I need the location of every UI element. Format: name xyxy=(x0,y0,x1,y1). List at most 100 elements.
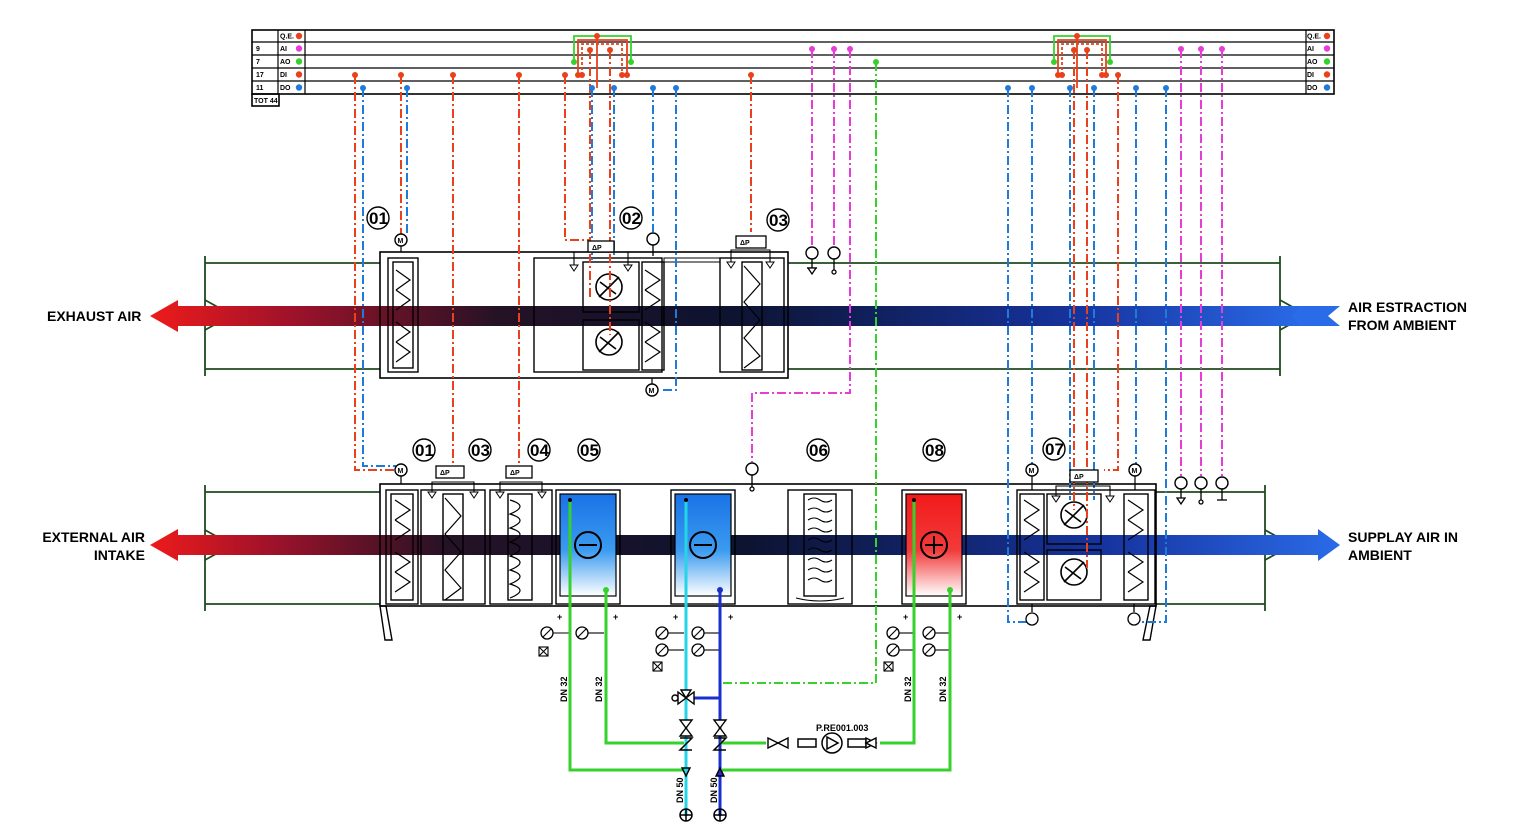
bus-tap-dot xyxy=(809,46,815,52)
bus-tap-dot xyxy=(1219,46,1225,52)
bus-tap-dot xyxy=(873,59,879,65)
supply-airflow-arrow xyxy=(150,529,1340,561)
signal-count: 7 xyxy=(256,59,260,66)
component-number-03-lower: 03 xyxy=(468,438,492,462)
signal-code-right: AI xyxy=(1307,46,1314,53)
bus-tap-dot xyxy=(624,72,630,78)
external-air-label-line1: EXTERNAL AIR xyxy=(42,529,145,545)
upper-fan-damper-blades xyxy=(644,269,662,363)
bus-tap-dot xyxy=(594,33,600,39)
component-number-01-upper: 01 xyxy=(366,206,390,230)
fan-wire-bundle-right xyxy=(1053,35,1111,88)
signal-color-dot xyxy=(295,45,303,52)
signal-code-right: DO xyxy=(1307,85,1318,92)
bus-tap-dot xyxy=(360,85,366,91)
bus-tap-dot xyxy=(748,72,754,78)
bus-tap-dot xyxy=(352,72,358,78)
svg-text:01: 01 xyxy=(415,441,434,460)
bus-tap-dot xyxy=(1029,85,1035,91)
bus-tap-dot xyxy=(650,85,656,91)
svg-text:02: 02 xyxy=(622,209,641,228)
coil-outlet-mark: + xyxy=(728,612,733,622)
dp-label: ΔP xyxy=(510,470,520,477)
bus-tap-dot xyxy=(1115,72,1121,78)
bus-tap-dot xyxy=(607,47,613,53)
exhaust-airflow-arrow xyxy=(150,300,1308,332)
signal-code-right: DI xyxy=(1307,72,1314,79)
svg-text:07: 07 xyxy=(1045,440,1064,459)
signal-total: TOT 44 xyxy=(254,98,278,105)
bus-tap-dot xyxy=(589,85,595,91)
supply-unit xyxy=(379,483,1157,641)
external-air-label-line2: INTAKE xyxy=(94,547,145,563)
coil-inlet-mark: + xyxy=(557,612,562,622)
fan-icon xyxy=(1060,501,1088,586)
bus-tap-dot xyxy=(1067,85,1073,91)
pump-icon xyxy=(797,732,867,754)
dp-label: ΔP xyxy=(592,245,602,252)
component-number-04: 04 xyxy=(527,438,551,462)
motor-label: M xyxy=(1029,468,1035,475)
pipe-size-label: DN 32 xyxy=(903,676,913,702)
bus-tap-dot xyxy=(847,46,853,52)
bus-tap-dot xyxy=(1133,85,1139,91)
bus-tap-dot xyxy=(1059,72,1065,78)
supply-air-label-line2: AMBIENT xyxy=(1348,547,1412,563)
svg-text:01: 01 xyxy=(369,209,388,228)
signal-code-left: DO xyxy=(280,85,291,92)
signal-color-dot xyxy=(1323,32,1331,40)
cooling-coil-sign xyxy=(574,531,717,559)
motor-label: M xyxy=(398,238,404,245)
component-number-01-lower: 01 xyxy=(412,438,436,462)
component-number-02-upper: 02 xyxy=(619,206,643,230)
signal-count: 17 xyxy=(256,72,264,79)
component-number-03-upper: 03 xyxy=(766,208,790,232)
svg-text:06: 06 xyxy=(809,441,828,460)
signal-bus-dots xyxy=(352,33,1225,91)
bus-tap-dot xyxy=(1178,46,1184,52)
motor-label: M xyxy=(398,468,404,475)
bus-tap-dot xyxy=(628,59,634,65)
bus-tap-dot xyxy=(587,47,593,53)
signal-count: 11 xyxy=(256,85,264,92)
bus-tap-dot xyxy=(1163,85,1169,91)
coil-inlet-mark: + xyxy=(903,612,908,622)
air-extraction-label-line2: FROM AMBIENT xyxy=(1348,317,1457,333)
bus-tap-dot xyxy=(398,72,404,78)
bus-tap-dot xyxy=(619,72,625,78)
signal-code-left: AO xyxy=(280,59,291,66)
bus-tap-dot xyxy=(1103,72,1109,78)
coil-outlet-mark: + xyxy=(957,612,962,622)
fan-wire-bundle-left xyxy=(573,35,632,88)
coil-inlet-mark: + xyxy=(673,612,678,622)
bus-tap-dot xyxy=(1005,85,1011,91)
component-number-06: 06 xyxy=(806,438,830,462)
signal-color-dot xyxy=(295,84,303,91)
signal-color-dot xyxy=(1323,45,1331,52)
motor-icon xyxy=(394,233,1142,477)
svg-text:05: 05 xyxy=(580,441,599,460)
signal-code-left: DI xyxy=(280,72,287,79)
signal-color-dot xyxy=(1323,58,1331,65)
component-number-07: 07 xyxy=(1042,437,1066,461)
svg-text:04: 04 xyxy=(530,441,549,460)
pipe-size-label: DN 50 xyxy=(675,777,685,803)
heating-coil-sign xyxy=(920,531,948,559)
upper-damper-blades xyxy=(395,269,412,363)
signal-count: 9 xyxy=(256,46,260,53)
svg-text:03: 03 xyxy=(769,211,788,230)
pipe-size-label: DN 50 xyxy=(709,777,719,803)
dp-label: ΔP xyxy=(1074,474,1084,481)
delta-p-icon xyxy=(435,235,1099,483)
signal-code-left: Q.E. xyxy=(280,34,294,41)
signal-color-dot xyxy=(295,32,303,40)
dp-label: ΔP xyxy=(740,240,750,247)
bus-tap-dot xyxy=(1071,47,1077,53)
bus-tap-dot xyxy=(1051,59,1057,65)
signal-color-dot xyxy=(1323,71,1331,78)
pipe-size-label: DN 32 xyxy=(938,676,948,702)
bus-tap-dot xyxy=(1198,46,1204,52)
bus-tap-dot xyxy=(1107,59,1113,65)
bus-tap-dot xyxy=(831,46,837,52)
